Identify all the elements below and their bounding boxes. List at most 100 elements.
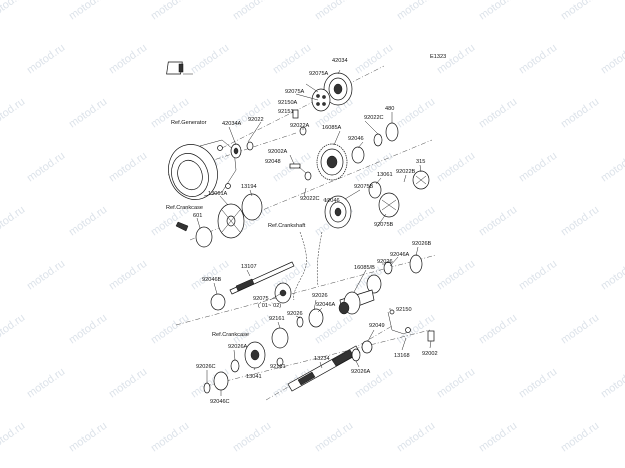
gear-92075b-lower bbox=[378, 192, 400, 218]
part-label: 480 bbox=[385, 106, 394, 112]
collar-13061 bbox=[368, 181, 382, 199]
watermark-text: motod.ru bbox=[517, 366, 559, 401]
axis-upper bbox=[221, 65, 385, 149]
watermark-text: motod.ru bbox=[67, 96, 109, 131]
watermark-text: motod.ru bbox=[477, 204, 519, 239]
watermark-text: motod.ru bbox=[149, 312, 191, 347]
washer-92026-lower bbox=[296, 316, 304, 328]
part-number-labels: 42034 92075A 92075A 92151 92150A 92022 9… bbox=[193, 58, 438, 405]
ref-crankcase-label-2: Ref.Crankcase bbox=[212, 332, 249, 338]
ref-generator-label: Ref.Generator bbox=[171, 120, 207, 126]
part-label: 92026 bbox=[287, 311, 303, 317]
watermark-text: motod.ru bbox=[517, 150, 559, 185]
part-label: 92161 bbox=[269, 316, 285, 322]
ref-crankcase-label-1: Ref.Crankcase bbox=[166, 205, 203, 211]
part-label: 92022B bbox=[396, 169, 416, 175]
cam-chain bbox=[293, 231, 307, 301]
leader-lines bbox=[196, 69, 432, 396]
manual-book-icon bbox=[166, 61, 193, 75]
part-label: 92046A bbox=[390, 252, 410, 258]
watermark-text: motod.ru bbox=[395, 204, 437, 239]
gear-16085b bbox=[338, 289, 375, 315]
part-label: 92049 bbox=[369, 323, 385, 329]
watermark-text: motod.ru bbox=[517, 258, 559, 293]
part-label: 92046C bbox=[210, 399, 230, 405]
part-label: 16085/B bbox=[354, 265, 375, 271]
washer-92026a-lower bbox=[351, 348, 361, 362]
watermark-text: motod.ru bbox=[107, 150, 149, 185]
circlip-92022c bbox=[175, 221, 189, 232]
part-label: 92022C bbox=[364, 115, 384, 121]
part-label: 92075 bbox=[253, 296, 269, 302]
watermark-text: motod.ru bbox=[25, 150, 67, 185]
watermark-text: motod.ru bbox=[189, 258, 231, 293]
part-label: 92026C bbox=[196, 364, 216, 370]
bolt-92002a bbox=[289, 163, 301, 169]
watermark-text: motod.ru bbox=[599, 258, 625, 293]
axis-lower bbox=[175, 254, 437, 326]
watermark-text: motod.ru bbox=[477, 96, 519, 131]
watermark-text: motod.ru bbox=[435, 150, 477, 185]
watermark-text: motod.ru bbox=[477, 420, 519, 455]
part-label: 16085A bbox=[322, 125, 342, 131]
watermark-text: motod.ru bbox=[435, 366, 477, 401]
watermark-text: motod.ru bbox=[313, 420, 355, 455]
bearing-601 bbox=[195, 226, 213, 248]
washer-92022 bbox=[246, 141, 254, 151]
watermark-text: motod.ru bbox=[149, 0, 191, 22]
gear-42034a bbox=[230, 143, 242, 159]
watermark-text: motod.ru bbox=[231, 312, 273, 347]
watermark-text: motod.ru bbox=[107, 258, 149, 293]
watermark-text: motod.ru bbox=[231, 0, 273, 22]
bearing-92046a-lower bbox=[308, 308, 324, 328]
watermark-text: motod.ru bbox=[559, 0, 601, 22]
damper-315 bbox=[412, 170, 430, 190]
part-label: 13234 bbox=[314, 356, 330, 362]
part-label: 92022C bbox=[300, 196, 320, 202]
watermark-text: motod.ru bbox=[599, 366, 625, 401]
watermark-text: motod.ru bbox=[107, 42, 149, 77]
washer-92048 bbox=[304, 171, 312, 181]
gear-42034 bbox=[323, 72, 353, 106]
watermark-text: motod.ru bbox=[0, 312, 27, 347]
watermark-text: motod.ru bbox=[599, 150, 625, 185]
bearing-92046c bbox=[213, 371, 229, 391]
part-label: 92022A bbox=[290, 123, 310, 129]
watermark-text: motod.ru bbox=[0, 204, 27, 239]
bearing-92161 bbox=[271, 327, 289, 349]
watermark-text: motod.ru bbox=[395, 96, 437, 131]
part-label: 92022 bbox=[248, 117, 264, 123]
watermark-text: motod.ru bbox=[559, 420, 601, 455]
part-label: 42034A bbox=[222, 121, 242, 127]
bolt-92151 bbox=[292, 109, 299, 119]
gear-92075b-upper bbox=[324, 195, 352, 229]
watermark-text: motod.ru bbox=[231, 420, 273, 455]
axis-bottom bbox=[205, 329, 431, 387]
watermark-text: motod.ru bbox=[67, 312, 109, 347]
watermark-text: motod.ru bbox=[25, 258, 67, 293]
watermark-text: motod.ru bbox=[0, 96, 27, 131]
watermark-text: motod.ru bbox=[25, 42, 67, 77]
watermark-text: motod.ru bbox=[477, 0, 519, 22]
part-label: 13107 bbox=[241, 264, 257, 270]
washer-92026a bbox=[230, 359, 240, 373]
watermark-text: motod.ru bbox=[67, 0, 109, 22]
watermark-text: motod.ru bbox=[25, 366, 67, 401]
part-label: 13168 bbox=[394, 353, 410, 359]
sprocket-92075a bbox=[311, 88, 331, 112]
cam-chain-side bbox=[316, 231, 323, 287]
watermark-text: motod.ru bbox=[313, 0, 355, 22]
watermark-text: motod.ru bbox=[559, 204, 601, 239]
part-label: 13061A bbox=[208, 191, 228, 197]
part-label: 92026 bbox=[377, 259, 393, 265]
ref-crankshaft-label: Ref.Crankshaft bbox=[268, 223, 306, 229]
part-label: 92026B bbox=[412, 241, 432, 247]
gear-16085a bbox=[316, 143, 348, 181]
watermark-text: motod.ru bbox=[395, 420, 437, 455]
circlip-480 bbox=[385, 122, 399, 142]
watermark-text: motod.ru bbox=[517, 42, 559, 77]
part-label: 12046 bbox=[324, 198, 340, 204]
watermark-text: motod.ru bbox=[395, 0, 437, 22]
bearing-92046b bbox=[210, 293, 226, 311]
